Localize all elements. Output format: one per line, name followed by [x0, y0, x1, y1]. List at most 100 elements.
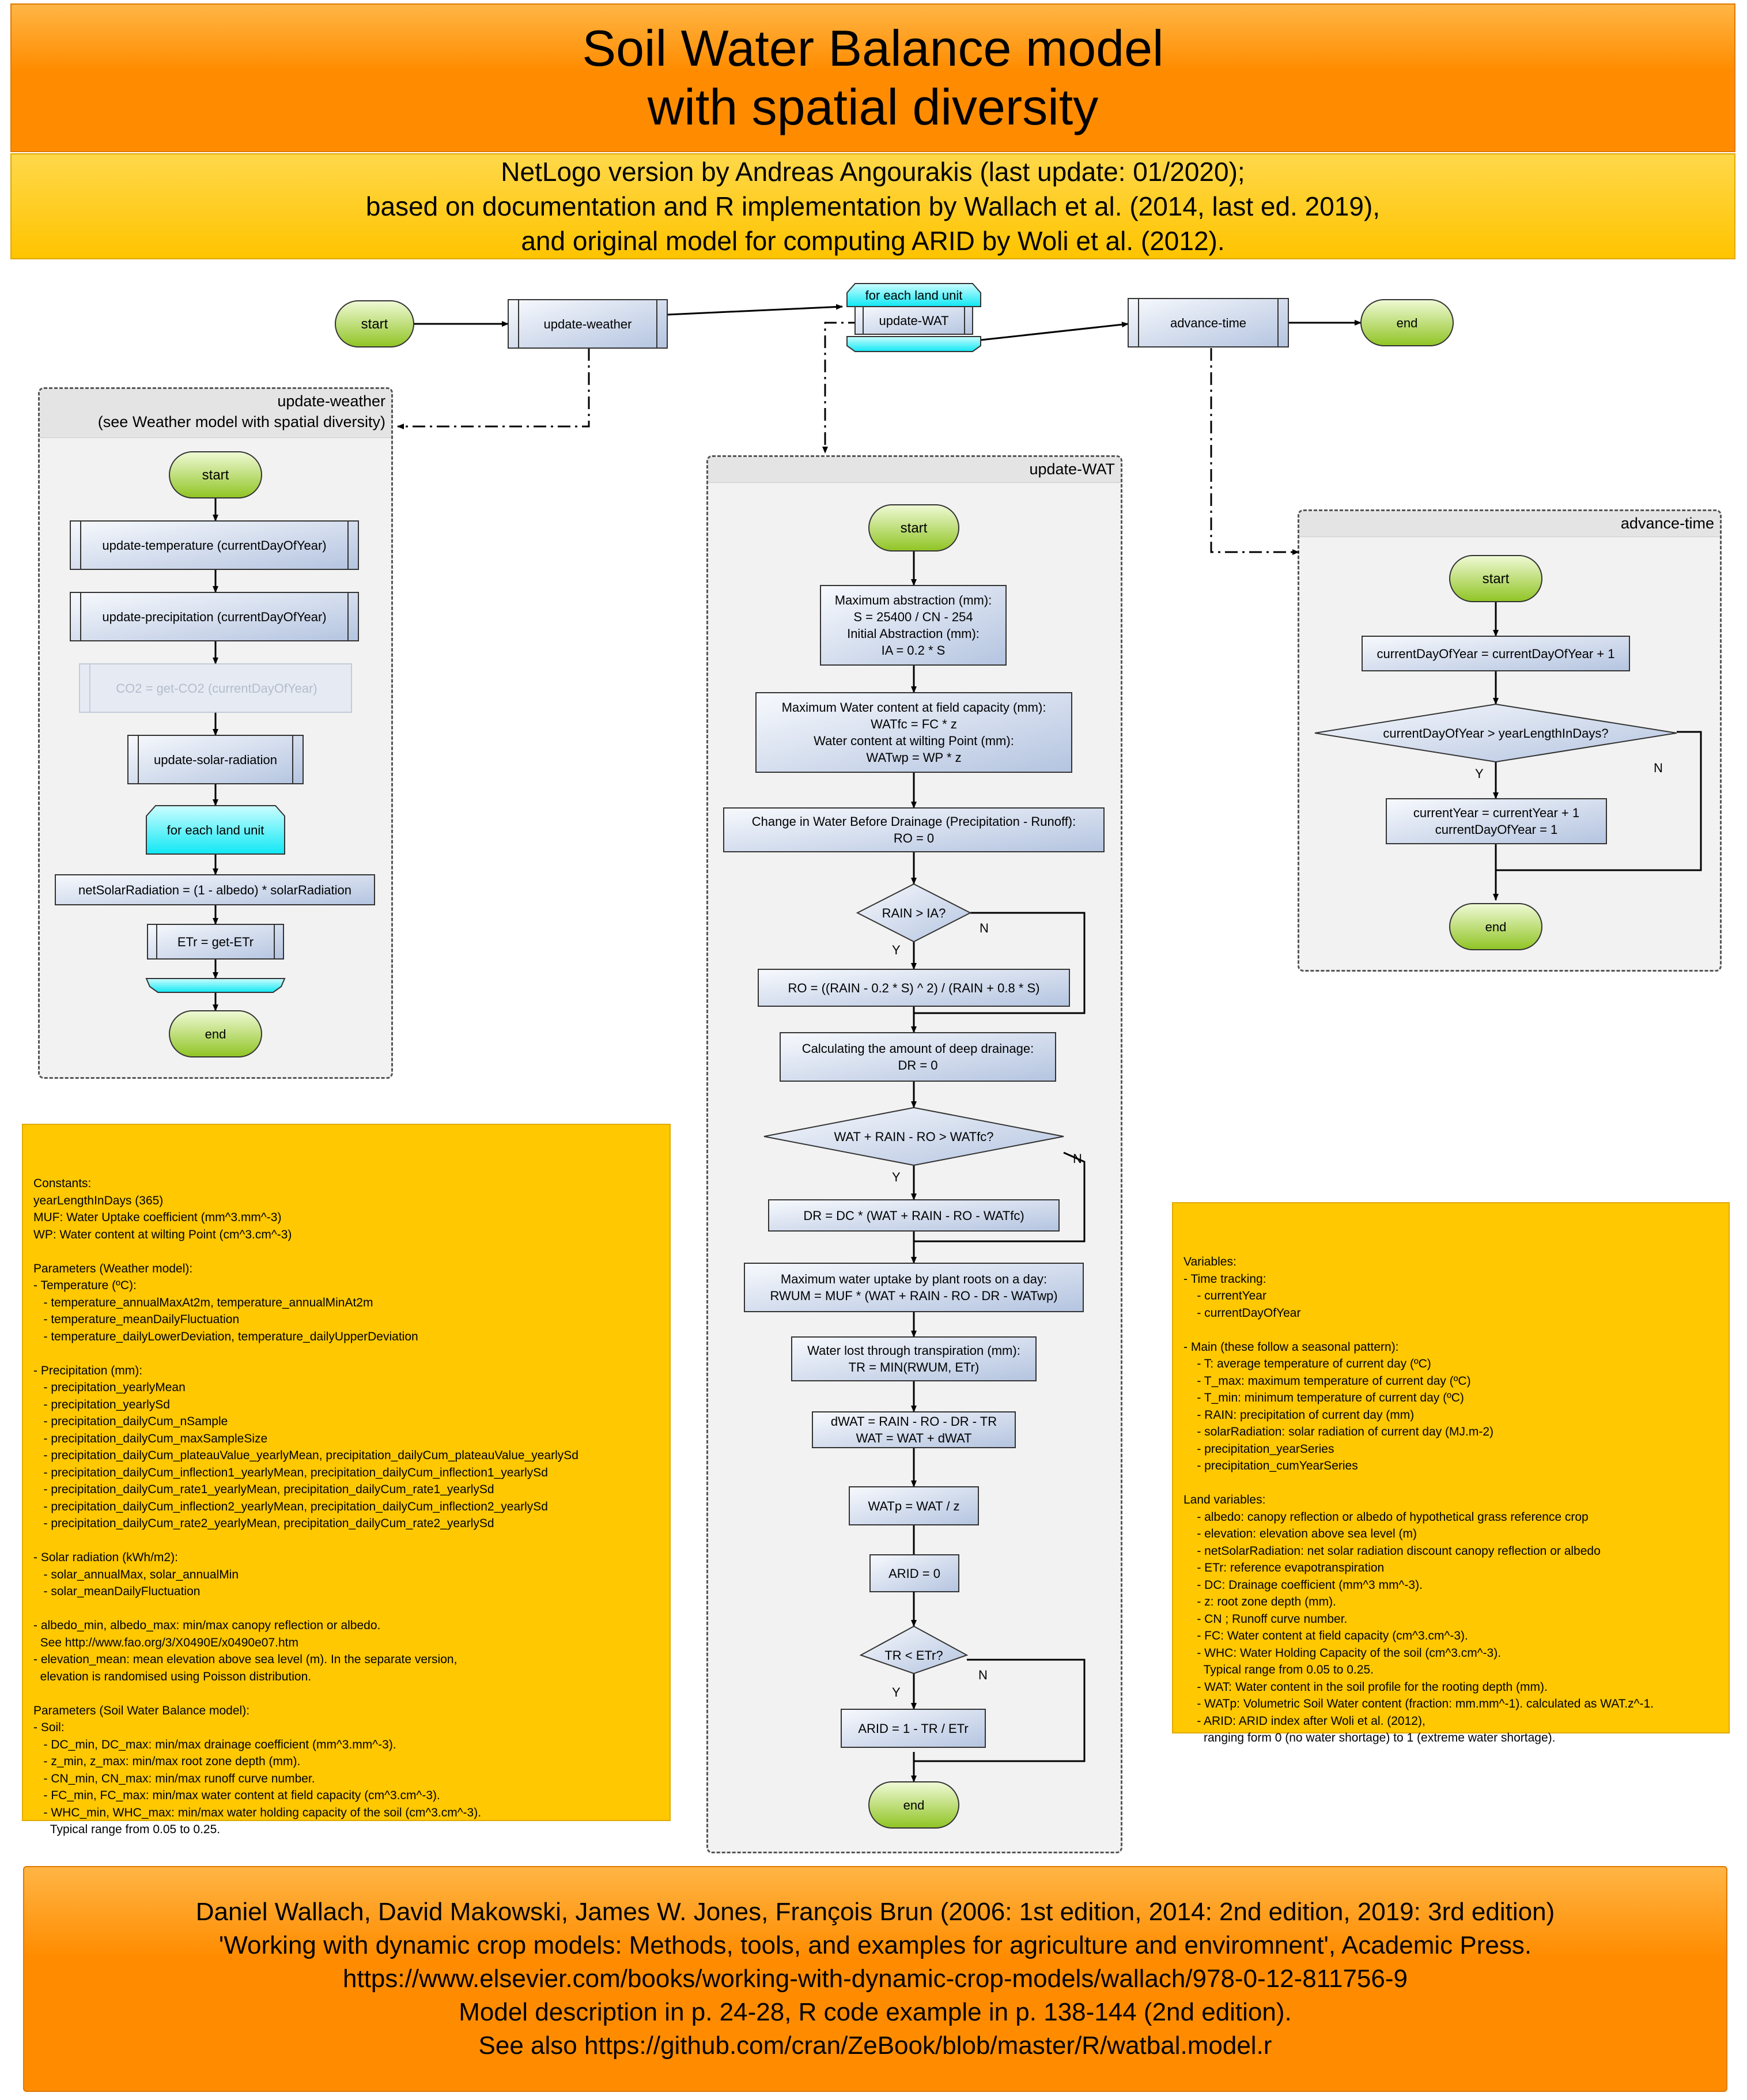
note-line: - WAT: Water content in the soil profile… — [1183, 1680, 1548, 1694]
note-line: ranging form 0 (no water shortage) to 1 … — [1183, 1731, 1556, 1744]
weather-end-node — [169, 1010, 262, 1057]
panel-header — [708, 457, 1121, 483]
reference-line: 'Working with dynamic crop models: Metho… — [218, 1931, 1532, 1959]
main-advance-time-node — [1128, 298, 1289, 348]
weather-update-temperature-node — [70, 520, 359, 570]
wat-cond3-no: N — [978, 1668, 988, 1682]
note-line: MUF: Water Uptake coefficient (mm^3.mm^-… — [33, 1211, 282, 1224]
subtitle-line-2: based on documentation and R implementat… — [365, 191, 1381, 221]
note-line: - Temperature (ºC): — [33, 1279, 137, 1292]
note-line: - CN_min, CN_max: min/max runoff curve n… — [33, 1772, 315, 1785]
panel-header — [40, 389, 391, 438]
note-line: - z_min, z_max: min/max root zone depth … — [33, 1755, 301, 1768]
note-line: Constants: — [33, 1177, 92, 1190]
title-banner: Soil Water Balance model with spatial di… — [10, 3, 1735, 152]
constants-parameters-note: Constants: yearLengthInDays (365) MUF: Wat… — [22, 1124, 671, 1836]
reference-banner: Daniel Wallach, David Makowski, James W.… — [23, 1866, 1727, 2092]
weather-loop-end — [145, 978, 286, 993]
note-line: - temperature_meanDailyFluctuation — [33, 1313, 240, 1326]
weather-net-solar-node — [55, 874, 375, 905]
title-line-1: Soil Water Balance model — [582, 20, 1164, 77]
reference-line: See also https://github.com/cran/ZeBook/… — [478, 2031, 1272, 2060]
note-line: - currentDayOfYear — [1183, 1306, 1301, 1320]
note-line: - currentYear — [1183, 1289, 1266, 1302]
main-update-weather-node — [508, 299, 668, 349]
note-line: yearLengthInDays (365) — [33, 1193, 164, 1207]
wat-rain-ia-decision — [856, 883, 972, 943]
note-line: - ETr: reference evapotranspiration — [1183, 1561, 1385, 1574]
main-loop-end — [846, 336, 981, 352]
note-line: - precipitation_dailyCum_inflection2_yea… — [33, 1500, 548, 1513]
note-line: - precipitation_yearlyMean — [33, 1381, 186, 1394]
note-line: - WATp: Volumetric Soil Water content (f… — [1183, 1697, 1654, 1710]
note-line: - precipitation_dailyCum_plateauValue_ye… — [33, 1449, 578, 1462]
time-cond-yes: Y — [1475, 766, 1484, 781]
panel-title: advance-time — [1620, 515, 1714, 532]
wat-field-capacity-decision — [763, 1106, 1064, 1166]
note-line: - z: root zone depth (mm). — [1183, 1595, 1336, 1608]
note-line: - WHC: Water Holding Capacity of the soi… — [1183, 1646, 1502, 1660]
weather-loop-start — [146, 805, 285, 855]
subtitle-line-1: NetLogo version by Andreas Angourakis (l… — [501, 157, 1245, 187]
note-line: - Soil: — [33, 1721, 65, 1734]
wat-arid-node — [841, 1709, 986, 1748]
wat-drainage-node — [768, 1199, 1060, 1232]
weather-update-precipitation-node — [70, 592, 359, 641]
note-line: - WHC_min, WHC_max: min/max water holdin… — [33, 1806, 482, 1819]
wat-runoff-node — [758, 969, 1070, 1007]
wat-arid-init-node — [869, 1554, 959, 1592]
note-line: Land variables: — [1183, 1493, 1266, 1506]
note-line: Parameters (Soil Water Balance model): — [33, 1704, 250, 1717]
note-line: - FC_min, FC_max: min/max water content … — [33, 1789, 440, 1802]
wat-dwat-node — [812, 1411, 1016, 1448]
wat-cond1-no: N — [980, 921, 989, 935]
time-end-node — [1449, 903, 1542, 950]
time-cond-no: N — [1654, 761, 1663, 775]
note-line: - precipitation_dailyCum_rate2_yearlyMea… — [33, 1517, 494, 1530]
note-line: See http://www.fao.org/3/X0490E/x0490e07… — [33, 1636, 298, 1649]
note-line: - DC: Drainage coefficient (mm^3 mm^-3). — [1183, 1578, 1423, 1592]
note-line: - temperature_dailyLowerDeviation, tempe… — [33, 1330, 418, 1343]
weather-start-node — [169, 451, 262, 498]
wat-tr-etr-decision — [859, 1625, 969, 1675]
note-line: - precipitation_yearlySd — [33, 1398, 170, 1411]
main-loop-start — [846, 283, 981, 307]
weather-co2-node — [79, 663, 352, 713]
note-line: - precipitation_yearSeries — [1183, 1442, 1334, 1456]
note-line: Variables: — [1183, 1255, 1236, 1268]
note-line: - RAIN: precipitation of current day (mm… — [1183, 1408, 1415, 1422]
note-line: - Main (these follow a seasonal pattern)… — [1183, 1340, 1399, 1354]
wat-runoff-init-node — [723, 807, 1105, 852]
wat-uptake-node — [744, 1263, 1084, 1312]
main-end-node — [1360, 299, 1454, 346]
note-line: - solar_meanDailyFluctuation — [33, 1585, 201, 1598]
note-line: - T_max: maximum temperature of current … — [1183, 1374, 1471, 1388]
time-day-increment-node — [1362, 636, 1630, 671]
note-line: - ARID: ARID index after Woli et al. (20… — [1183, 1714, 1425, 1728]
title-line-2: with spatial diversity — [647, 78, 1099, 135]
constants-list: Constants: yearLengthInDays (365) MUF: Wat… — [33, 1175, 659, 1838]
reference-line: Model description in p. 24-28, R code ex… — [459, 1998, 1292, 2026]
weather-update-solar-node — [127, 735, 304, 784]
note-line: - elevation: elevation above sea level (… — [1183, 1527, 1417, 1540]
note-line: - precipitation_dailyCum_nSample — [33, 1415, 228, 1428]
wat-start-node — [868, 504, 959, 552]
note-line: - albedo_min, albedo_max: min/max canopy… — [33, 1619, 381, 1632]
note-line: - netSolarRadiation: net solar radiation… — [1183, 1544, 1601, 1558]
note-line: - temperature_annualMaxAt2m, temperature… — [33, 1295, 373, 1309]
panel-title-line-2: (see Weather model with spatial diversit… — [97, 413, 385, 430]
variables-note: Variables:- Time tracking: - currentYear… — [1172, 1202, 1730, 1744]
main-update-wat-node — [854, 306, 973, 335]
reference-line: Daniel Wallach, David Makowski, James W.… — [195, 1898, 1555, 1926]
time-year-decision — [1314, 703, 1677, 763]
wat-cond2-yes: Y — [892, 1170, 901, 1184]
wat-cond1-yes: Y — [892, 943, 901, 957]
note-line: Typical range from 0.05 to 0.25. — [1183, 1663, 1374, 1676]
note-line: - solarRadiation: solar radiation of cur… — [1183, 1425, 1494, 1438]
panel-title: update-WAT — [1029, 460, 1115, 478]
note-line: - precipitation_dailyCum_inflection1_yea… — [33, 1466, 548, 1479]
note-line: - Precipitation (mm): — [33, 1364, 143, 1377]
time-year-increment-node — [1386, 798, 1607, 844]
